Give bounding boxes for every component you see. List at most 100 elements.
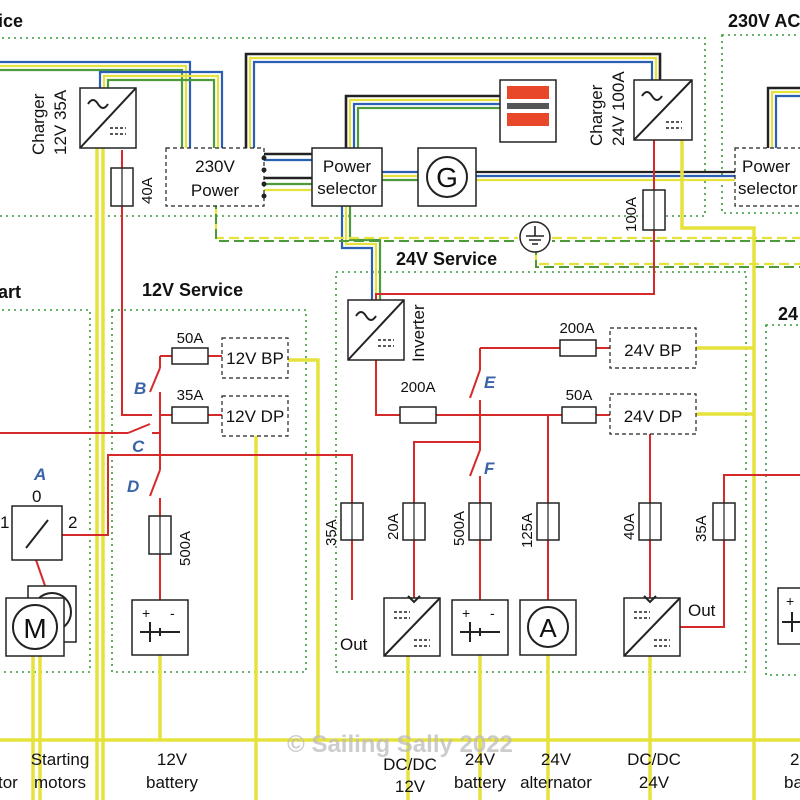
dp-12v-label: 12V DP — [226, 407, 285, 426]
bp-24v-label: 24V BP — [624, 341, 682, 360]
negative-wires — [0, 140, 800, 800]
fuse-500a-12-label: 500A — [177, 531, 194, 566]
starter-motor-icon — [5, 585, 77, 657]
header-12v-service: 12V Service — [142, 280, 243, 300]
label-dcdc-12v-1: DC/DC — [383, 755, 437, 774]
ground-wires — [214, 206, 800, 268]
bp-24v — [609, 327, 697, 369]
switch-a-pos-0: 0 — [32, 487, 41, 506]
header-start: art — [0, 282, 21, 302]
fuse-40a-top-label: 40A — [139, 177, 156, 204]
switch-b — [149, 367, 161, 393]
fuse-125a-label: 125A — [519, 513, 536, 548]
label-dcdc-24v-2: 24V — [639, 773, 670, 792]
switch-a-pos-1: 1 — [0, 513, 9, 532]
bp-12v-label: 12V BP — [226, 349, 284, 368]
fuse-200a-24bp-label: 200A — [559, 320, 594, 337]
svg-text:-: - — [170, 605, 175, 621]
fuse-35a-12dp-label: 35A — [177, 387, 204, 404]
fuse-50a-12bp — [171, 347, 209, 365]
dcdc-12v-out-label: Out — [340, 635, 368, 654]
svg-text:+: + — [462, 605, 470, 621]
zone-24v-service — [335, 271, 747, 673]
power-230v-label-2: Power — [191, 181, 240, 200]
charger-24v — [633, 79, 693, 141]
earth-symbol-icon — [519, 221, 551, 253]
fuse-40a-b-label: 40A — [621, 513, 638, 540]
fuse-100a-label: 100A — [623, 197, 640, 232]
power-selector-label-1: Power — [323, 157, 372, 176]
charger-12v-label-2: 12V 35A — [51, 89, 70, 155]
switch-a-pos-2: 2 — [68, 513, 77, 532]
switch-d — [149, 469, 161, 497]
switch-c-label: C — [132, 437, 145, 456]
fuse-50a-12bp-label: 50A — [177, 330, 204, 347]
dcdc-24v — [623, 595, 681, 657]
zone-230v-service — [0, 37, 706, 217]
label-starting-2: motors — [34, 773, 86, 792]
positive-wires — [0, 140, 800, 628]
switch-e — [469, 369, 481, 399]
dp-24v-label: 24V DP — [624, 407, 683, 426]
header-right-24: 24 — [778, 304, 798, 324]
fuse-200a-24bp — [559, 339, 597, 357]
label-dcdc-12v-2: 12V — [395, 777, 426, 796]
motor-symbol: M — [23, 613, 46, 644]
fuse-50a-24dp-label: 50A — [566, 387, 593, 404]
label-right-edge-1: 2 — [790, 750, 799, 769]
fuse-200a-inv-label: 200A — [400, 379, 435, 396]
label-dcdc-24v-1: DC/DC — [627, 750, 681, 769]
switch-a-label: A — [33, 465, 46, 484]
label-right-edge-2: ba — [784, 773, 800, 792]
fuse-row-24v — [340, 502, 736, 541]
power-selector-label-2: selector — [317, 179, 377, 198]
power-selector-right-label-1: Power — [742, 157, 791, 176]
battery-24v: + - — [451, 599, 509, 656]
zone-12v-service — [111, 309, 307, 673]
power-230v-label-1: 230V — [195, 157, 235, 176]
generator-symbol: G — [436, 162, 458, 193]
switch-e-label: E — [484, 373, 496, 392]
label-starting-1: Starting — [31, 750, 90, 769]
switch-c — [127, 423, 151, 434]
label-battery-12v-2: battery — [146, 773, 198, 792]
power-230v — [165, 147, 265, 207]
switch-d-label: D — [127, 477, 139, 496]
dcdc-12v — [383, 595, 441, 657]
charger-12v-label-1: Charger — [29, 93, 48, 155]
ac-cables — [0, 52, 800, 300]
fuse-35a-12dp — [171, 406, 209, 424]
label-alternator-1: 24V — [541, 750, 572, 769]
charger-24v-label-1: Charger — [587, 84, 606, 146]
header-230v-ac: 230V AC — [728, 11, 800, 31]
dcdc-24v-out-label: Out — [688, 601, 716, 620]
svg-text:+: + — [786, 593, 794, 609]
power-selector-right — [734, 147, 800, 207]
switch-f-label: F — [484, 459, 495, 478]
bp-12v — [221, 337, 289, 379]
fuse-50a-24dp — [561, 406, 597, 424]
fuse-200a-inv — [399, 406, 437, 424]
dp-12v — [221, 395, 289, 437]
zone-230v-ac — [721, 34, 800, 214]
battery-12v: + - — [131, 599, 189, 656]
header-24v-service: 24V Service — [396, 249, 497, 269]
inverter-label: Inverter — [409, 304, 428, 362]
label-starter: tor — [0, 773, 18, 792]
inverter — [347, 299, 405, 361]
power-selector-right-label-2: selector — [738, 179, 798, 198]
label-battery-24v-2: battery — [454, 773, 506, 792]
alternator-symbol: A — [539, 613, 557, 643]
switch-f — [469, 442, 481, 477]
svg-text:+: + — [142, 605, 150, 621]
fuse-500a-24-label: 500A — [451, 511, 468, 546]
label-battery-12v-1: 12V — [157, 750, 188, 769]
charger-12v — [79, 87, 137, 149]
charger-24v-label-2: 24V 100A — [609, 71, 628, 146]
fuse-20a-label: 20A — [385, 513, 402, 540]
dp-24v — [609, 393, 697, 435]
zone-right — [765, 324, 800, 676]
fuse-35a-b-label: 35A — [693, 515, 710, 542]
shore-power-icon — [499, 79, 557, 143]
